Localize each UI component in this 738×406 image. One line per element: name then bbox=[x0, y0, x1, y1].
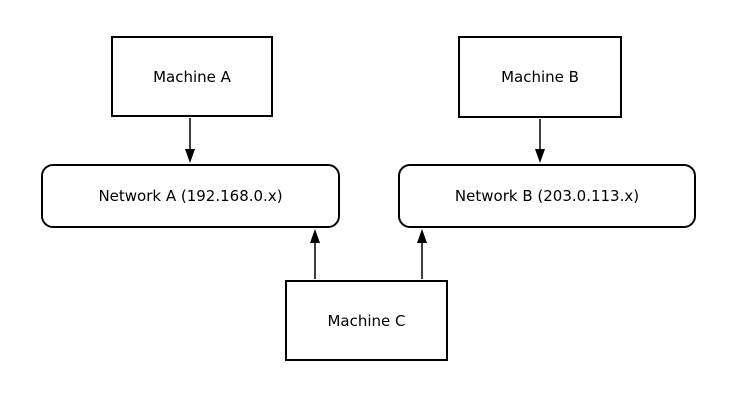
arrowhead-machine-b-to-network-b bbox=[535, 149, 545, 163]
node-network-b-label: Network B (203.0.113.x) bbox=[454, 187, 640, 205]
arrowhead-machine-c-to-network-a bbox=[310, 229, 320, 243]
node-machine-b: Machine B bbox=[458, 36, 622, 118]
node-machine-b-label: Machine B bbox=[501, 68, 579, 86]
arrowhead-machine-a-to-network-a bbox=[185, 149, 195, 163]
node-network-a-label: Network A (192.168.0.x) bbox=[98, 187, 283, 205]
node-machine-c-label: Machine C bbox=[327, 311, 406, 330]
node-machine-a: Machine A bbox=[111, 36, 273, 117]
node-machine-a-label: Machine A bbox=[153, 67, 231, 86]
node-network-a: Network A (192.168.0.x) bbox=[41, 164, 340, 228]
arrowhead-machine-c-to-network-b bbox=[417, 229, 427, 243]
node-machine-c: Machine C bbox=[285, 280, 448, 361]
node-network-b: Network B (203.0.113.x) bbox=[398, 164, 696, 228]
